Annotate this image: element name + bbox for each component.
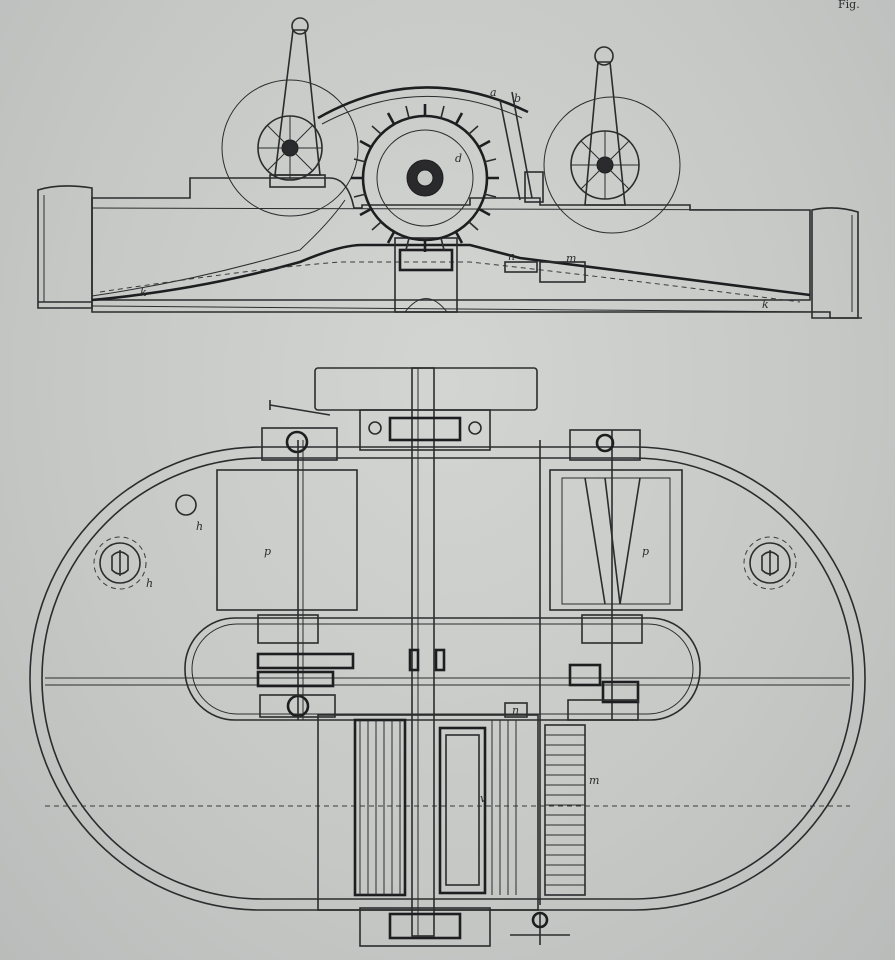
plan-label-h1: h: [196, 520, 203, 533]
right-gear-block-1: [568, 663, 602, 687]
hatch-p-right: [549, 469, 683, 611]
side-label-a: a: [490, 86, 497, 99]
inner-well-rim: [191, 623, 694, 715]
hull-keel: [38, 301, 862, 319]
water-channel-line: [91, 243, 811, 302]
column-arch: [404, 298, 448, 313]
paddle-gear-inner: [376, 129, 474, 227]
left-tower-base: [269, 174, 326, 188]
left-well-pulley: [286, 694, 310, 718]
side-label-m: m: [566, 252, 576, 265]
porthole-h-right-valve: [761, 550, 779, 576]
left-well-bracket-bottom: [259, 694, 336, 718]
left-flywheel-outer: [221, 79, 359, 217]
bearing-housing: [398, 248, 454, 272]
plate-m: [539, 261, 586, 283]
paddle-blades-left: [353, 718, 407, 897]
paddle-blade-lines-right: [491, 720, 517, 895]
hull-plan-inner: [41, 457, 854, 900]
hull-keel-inner: [91, 305, 831, 313]
side-label-b: b: [514, 92, 521, 105]
porthole-h-left-valve: [111, 550, 129, 576]
right-tower: [584, 61, 626, 206]
paddle-drum-inner: [445, 734, 480, 886]
top-shaft-bracket: [359, 409, 491, 451]
side-label-k1: k: [140, 286, 147, 299]
paddle-drum: [438, 726, 487, 895]
paddle-box: [317, 714, 539, 911]
shaft-collar-mark-1: [408, 648, 420, 672]
hidden-channel-line: [99, 261, 801, 303]
side-label-n: n: [508, 250, 515, 263]
bow-end-cap: [37, 185, 93, 309]
paddle-blade-lines-left: [359, 720, 401, 895]
left-tower: [274, 29, 321, 176]
left-crank-handle: [269, 400, 331, 416]
right-crank-hub: [595, 433, 615, 453]
bottom-shaft-bracket: [359, 907, 491, 947]
plan-label-v: v: [480, 792, 487, 805]
plan-label-m: m: [589, 774, 599, 787]
grating-m: [544, 724, 586, 896]
plan-label-p2: p: [642, 545, 649, 558]
channel-curve-left: [91, 199, 346, 297]
left-gear-rack-2: [256, 670, 335, 688]
porthole-h-left: [99, 542, 141, 584]
paddle-gear-teeth: [351, 104, 499, 252]
shaft-collar-mark-2: [434, 648, 446, 672]
small-porthole: [175, 494, 197, 516]
left-wheel-spokes: [258, 116, 322, 180]
left-gear-rack-1: [256, 652, 355, 670]
side-label-k2: k: [762, 298, 769, 311]
left-crank-hub: [285, 430, 309, 454]
bracket-bolt-1: [368, 421, 382, 435]
right-flywheel-outer: [543, 96, 681, 234]
hatch-p-right-inner: [561, 477, 671, 605]
bottom-crank: [510, 912, 570, 945]
plan-label-h2: h: [146, 577, 153, 590]
gear-housing-arch: [317, 86, 529, 120]
main-shaft: [411, 367, 435, 937]
hatch-p-left: [216, 469, 358, 611]
bracket-bolt-2: [468, 421, 482, 435]
porthole-h-left-ring: [93, 536, 147, 590]
central-column: [394, 237, 458, 313]
plan-view: h h p p v m n: [29, 367, 866, 947]
side-elevation: a b d n m k k: [37, 17, 862, 319]
stern-end-cap: [811, 207, 859, 319]
right-well-bracket-bottom: [567, 699, 639, 721]
left-tower-top: [291, 17, 309, 35]
top-shaft-bearing: [388, 416, 462, 442]
plan-label-n: n: [512, 704, 519, 717]
paddle-gear-axle: [416, 169, 434, 187]
lever-bracket: [524, 171, 544, 203]
plate-n: [504, 261, 538, 273]
plan-label-p1: p: [264, 545, 271, 558]
porthole-h-right: [749, 542, 791, 584]
left-top-bracket: [261, 427, 338, 461]
bottom-shaft-bearing: [388, 912, 462, 940]
left-well-bracket-top: [257, 614, 319, 644]
grating-bars: [545, 734, 585, 886]
gear-housing-inner: [321, 95, 523, 125]
right-gear-block-2: [601, 680, 640, 704]
hull-deck-line: [91, 207, 811, 211]
right-wheel-spokes: [571, 131, 639, 199]
right-top-bracket: [569, 429, 641, 461]
right-tower-top: [594, 46, 614, 66]
top-cross-beam: [314, 367, 538, 411]
porthole-h-right-ring: [743, 536, 797, 590]
inner-well: [184, 617, 701, 721]
bottom-crank-hub: [531, 911, 549, 929]
side-label-d: d: [455, 152, 462, 165]
corner-figure-label: Fig.: [838, 0, 860, 11]
hull-side-outline: [91, 177, 811, 301]
right-well-bracket-top: [581, 614, 643, 644]
control-levers: [499, 91, 533, 201]
plate-n-plan: [504, 702, 528, 718]
